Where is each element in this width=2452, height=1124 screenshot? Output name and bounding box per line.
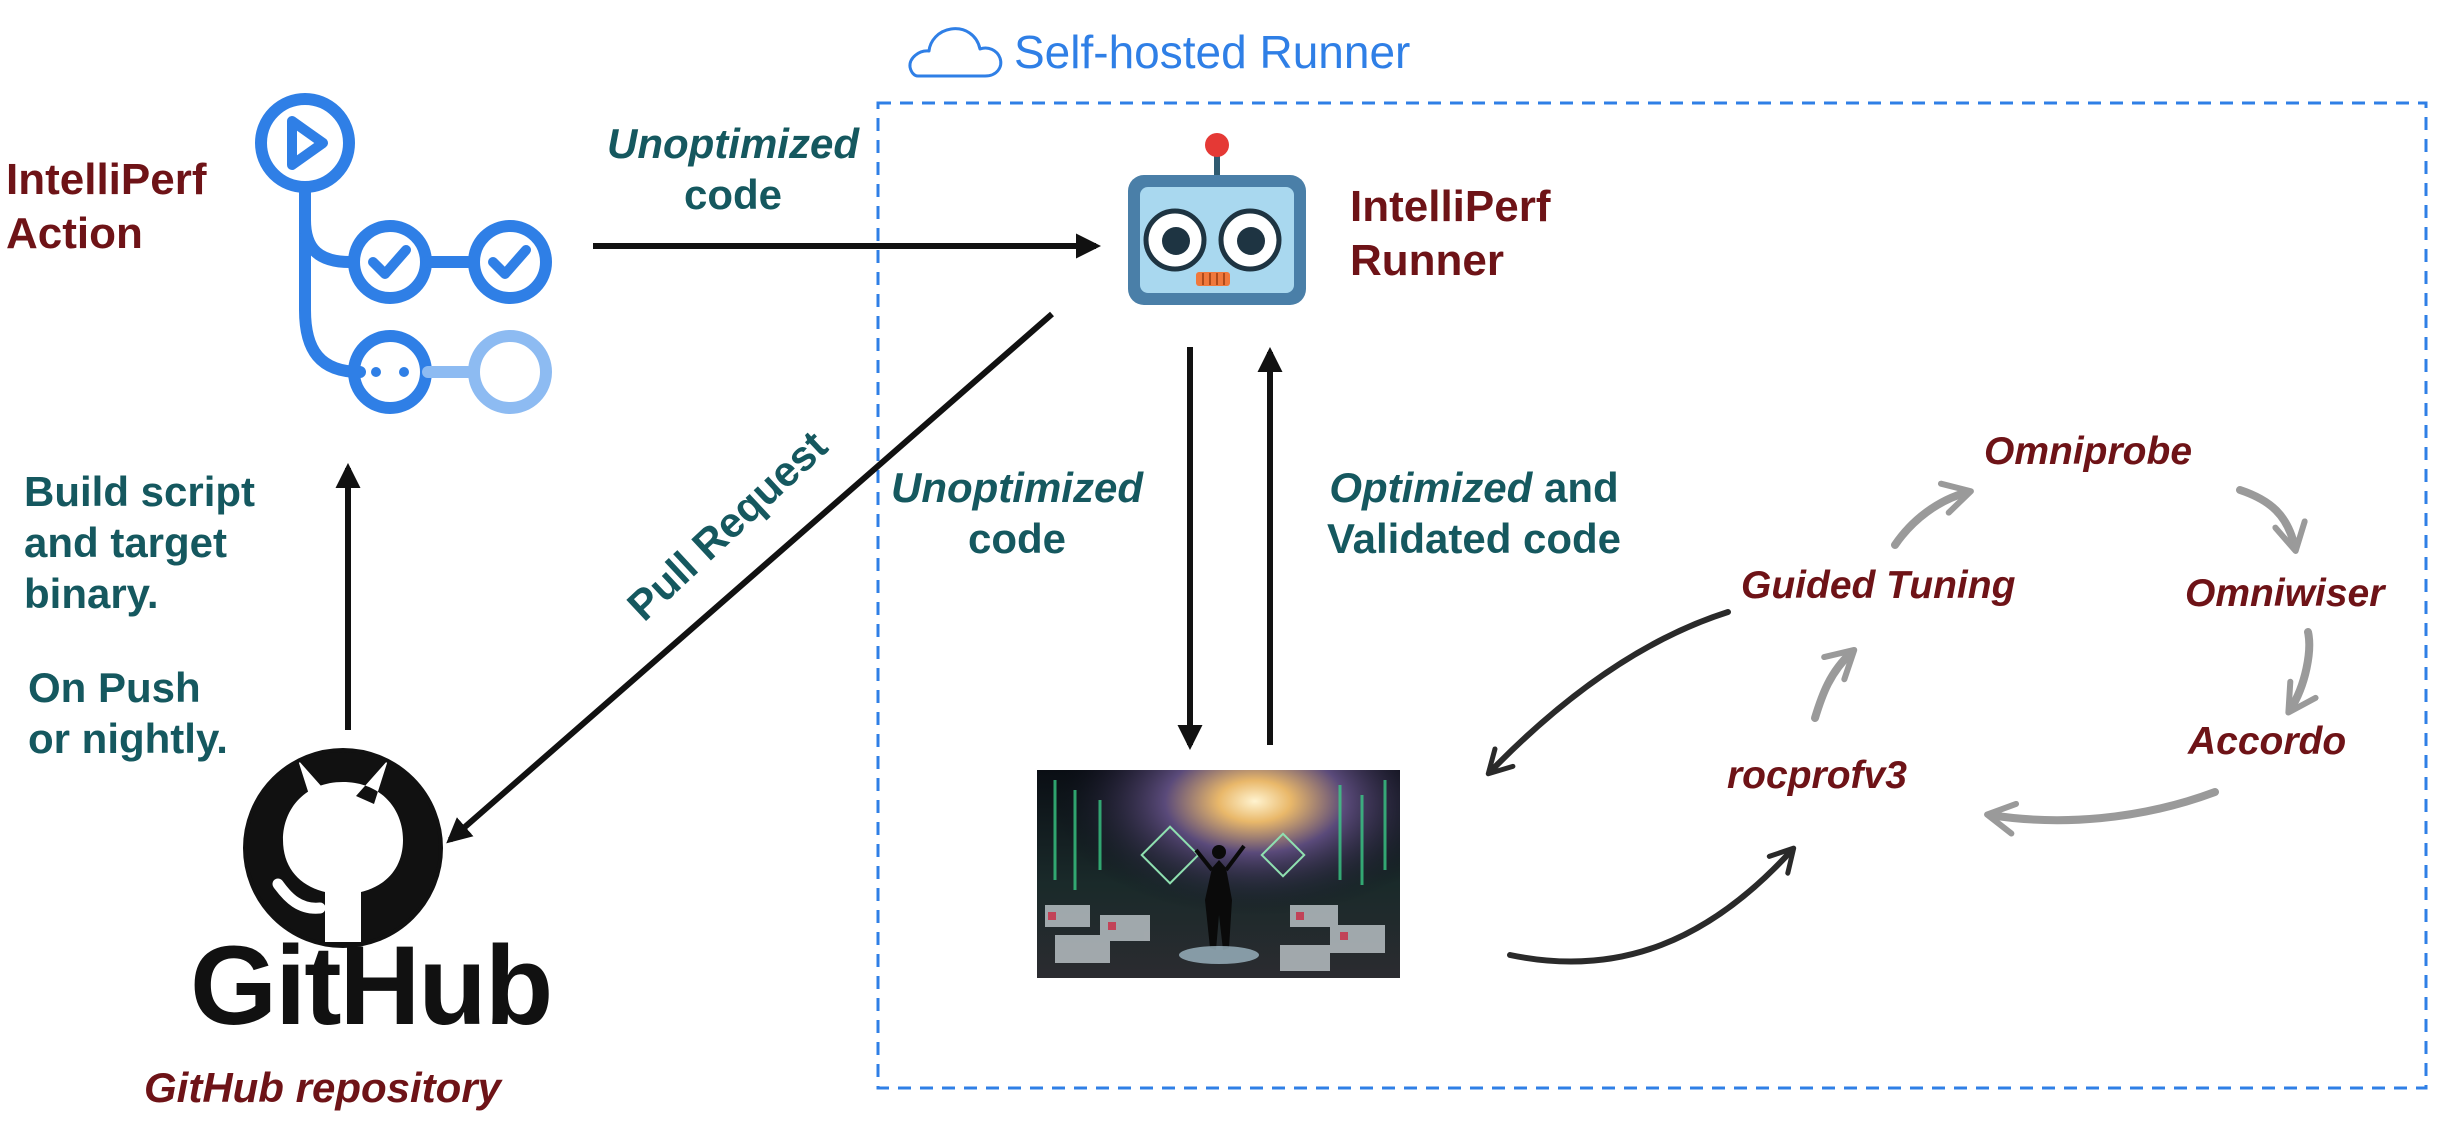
runner-title: IntelliPerf Runner — [1350, 182, 1551, 285]
arrow-rocprof-to-guided — [1811, 646, 1858, 722]
opt-line1: Optimized and — [1304, 462, 1644, 513]
tool-guided-tuning: Guided Tuning — [1741, 564, 2016, 607]
opt-line1-italic: Optimized — [1329, 464, 1533, 511]
runner-boundary — [876, 101, 2428, 1090]
arrow-omniprobe-to-omniwiser — [2236, 486, 2308, 554]
unoptimized-code-top: Unoptimized code — [588, 118, 878, 220]
unopt-top-line2: code — [683, 171, 783, 219]
arrow-guided-to-omniprobe — [1891, 480, 1974, 549]
tool-accordo: Accordo — [2188, 720, 2347, 763]
opt-line1-rest: and — [1532, 464, 1619, 511]
arrow-guided-to-image — [1485, 609, 1731, 777]
github-icon — [243, 748, 443, 948]
action-title: IntelliPerf Action — [6, 155, 207, 258]
github-logo-text: GitHub — [190, 923, 553, 1048]
optimized-code-label: Optimized and Validated code — [1304, 462, 1644, 564]
arrow-accordo-to-rocprof — [1984, 788, 2219, 837]
unopt-top-line1: Unoptimized — [607, 120, 859, 167]
arrow-image-to-rocprof — [1507, 845, 1797, 965]
build-line2: and target — [24, 519, 228, 567]
build-line1: Build script — [24, 468, 256, 515]
push-line1: On Push — [28, 664, 201, 711]
unopt-mid-line2: code — [967, 515, 1067, 563]
github-caption: GitHub repository — [144, 1064, 502, 1111]
tool-rocprofv3: rocprofv3 — [1727, 754, 1907, 797]
arrow-omniwiser-to-accordo — [2285, 628, 2319, 716]
opt-line2: Validated code — [1326, 515, 1622, 563]
push-line2: or nightly. — [28, 715, 228, 763]
unopt-mid-line1: Unoptimized — [891, 464, 1143, 511]
on-push-label: On Push or nightly. — [28, 662, 228, 764]
tool-omniwiser: Omniwiser — [2185, 572, 2385, 615]
arrow-pull-request — [446, 311, 1054, 844]
workflow-icon — [255, 93, 552, 414]
tool-omniprobe: Omniprobe — [1984, 430, 2193, 473]
unoptimized-code-mid: Unoptimized code — [872, 462, 1162, 564]
cloud-icon — [908, 27, 1003, 78]
build-line3: binary. — [24, 570, 159, 618]
build-script-label: Build script and target binary. — [24, 466, 255, 620]
generated-image — [1037, 770, 1400, 978]
robot-icon — [1128, 133, 1306, 305]
runner-box-title: Self-hosted Runner — [1014, 26, 1411, 78]
